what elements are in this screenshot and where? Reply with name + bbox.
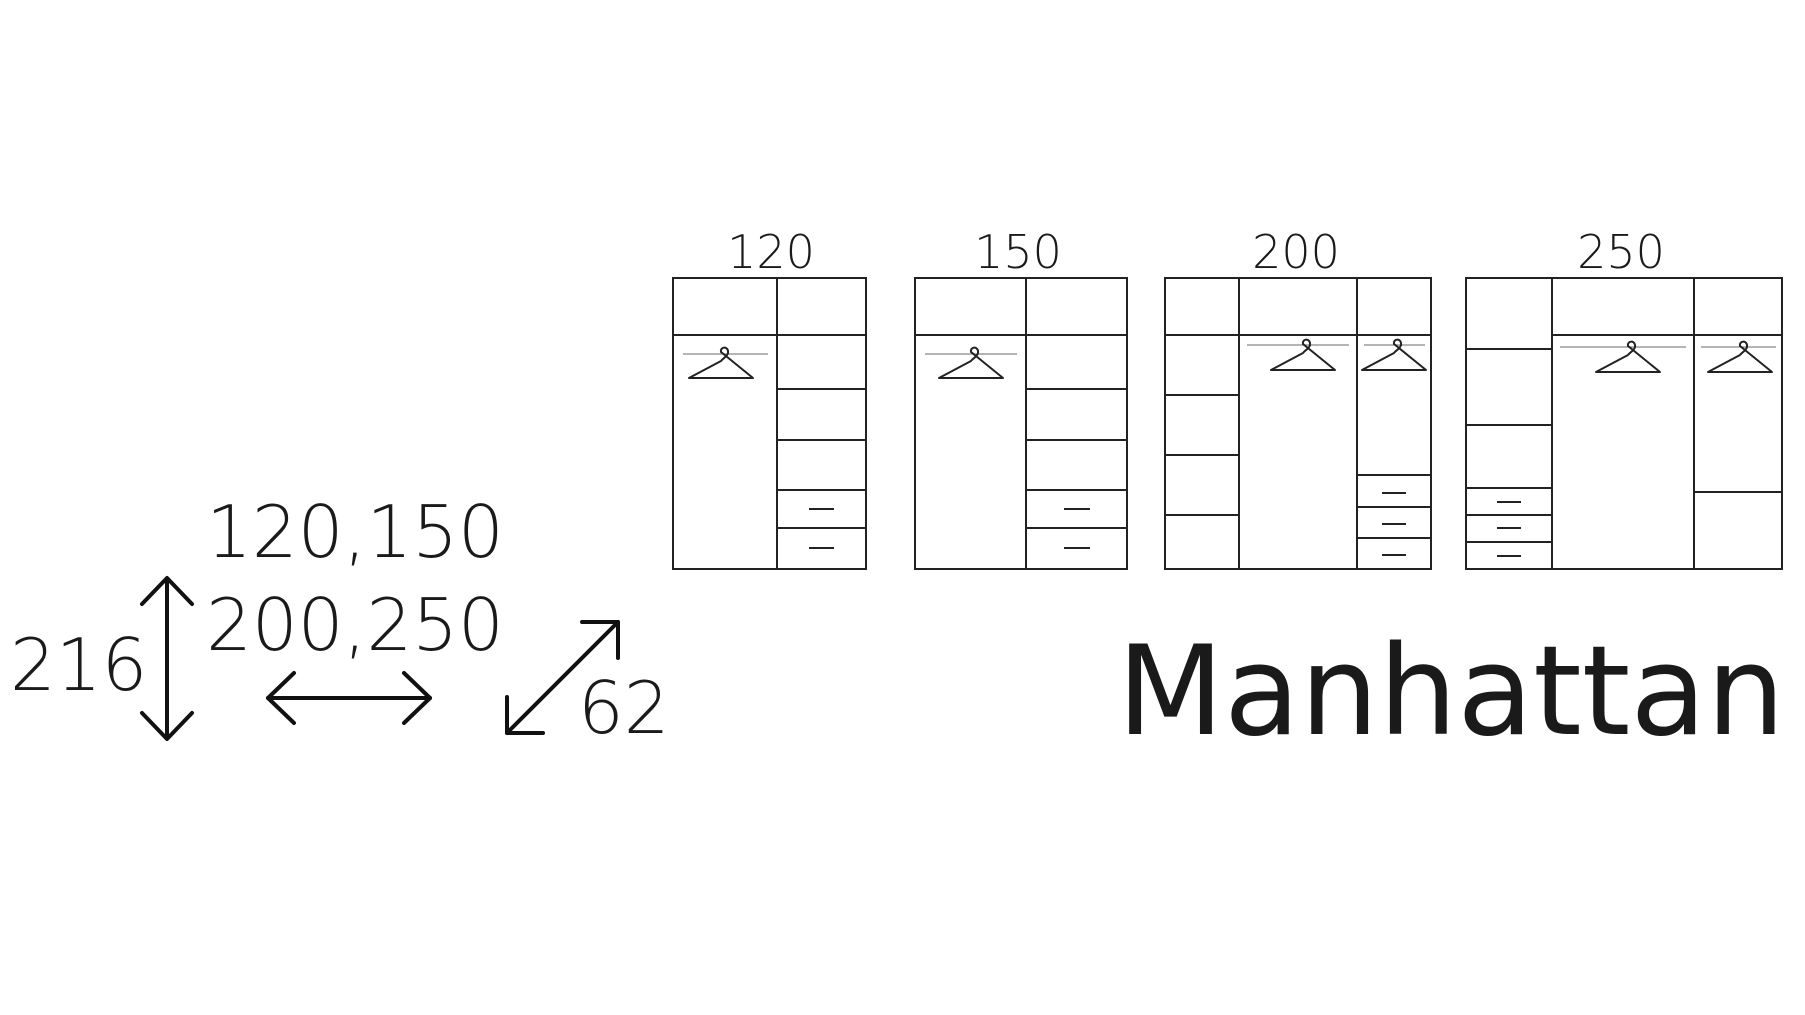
double-arrow-diagonal-icon: [505, 620, 620, 735]
width-values-line2: 200,250: [206, 583, 504, 667]
width-values-line1: 120,150: [206, 490, 504, 574]
hanger-icon: [688, 346, 754, 379]
depth-value: 62: [578, 666, 670, 750]
hanger-icon: [1270, 338, 1336, 371]
hanger-icon: [1361, 338, 1427, 371]
double-arrow-horizontal-icon: [266, 671, 432, 725]
wardrobe-120: [672, 277, 867, 570]
hanger-icon: [1595, 340, 1661, 373]
width-label-200: 200: [1252, 225, 1340, 279]
wardrobe-150: [914, 277, 1128, 570]
brand-name: Manhattan: [1117, 620, 1785, 764]
height-value: 216: [10, 623, 147, 707]
wardrobe-200: [1164, 277, 1432, 570]
double-arrow-vertical-icon: [140, 576, 194, 741]
width-label-150: 150: [974, 225, 1062, 279]
hanger-icon: [1707, 340, 1773, 373]
hanger-icon: [938, 346, 1004, 379]
width-label-120: 120: [727, 225, 815, 279]
width-label-250: 250: [1577, 225, 1665, 279]
wardrobe-250: [1465, 277, 1783, 570]
